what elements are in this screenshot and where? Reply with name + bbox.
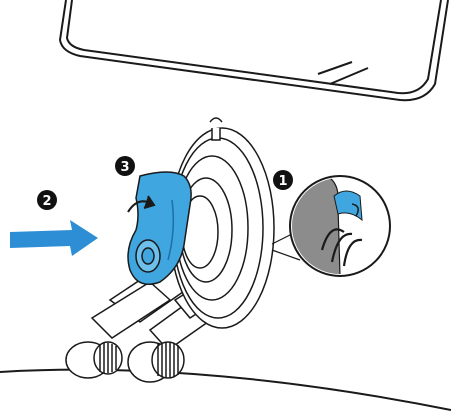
step-badge-1: 1 (273, 170, 293, 190)
rotate-arrow-icon (127, 195, 156, 213)
step-badge-2: 2 (37, 190, 57, 210)
step-label-2: 2 (42, 194, 51, 209)
rear-view-mirror (58, 0, 449, 102)
step-label-3: 3 (120, 160, 129, 175)
lock-lever (127, 171, 192, 285)
adjust-knob-left (65, 341, 123, 379)
step-badge-3: 3 (115, 156, 135, 176)
suction-cup (169, 117, 275, 329)
adjust-knob-right (127, 341, 185, 383)
detail-callout (271, 175, 391, 277)
dashboard-surface (0, 368, 451, 411)
arrow-right-icon (10, 220, 98, 256)
step-label-1: 1 (278, 174, 287, 189)
